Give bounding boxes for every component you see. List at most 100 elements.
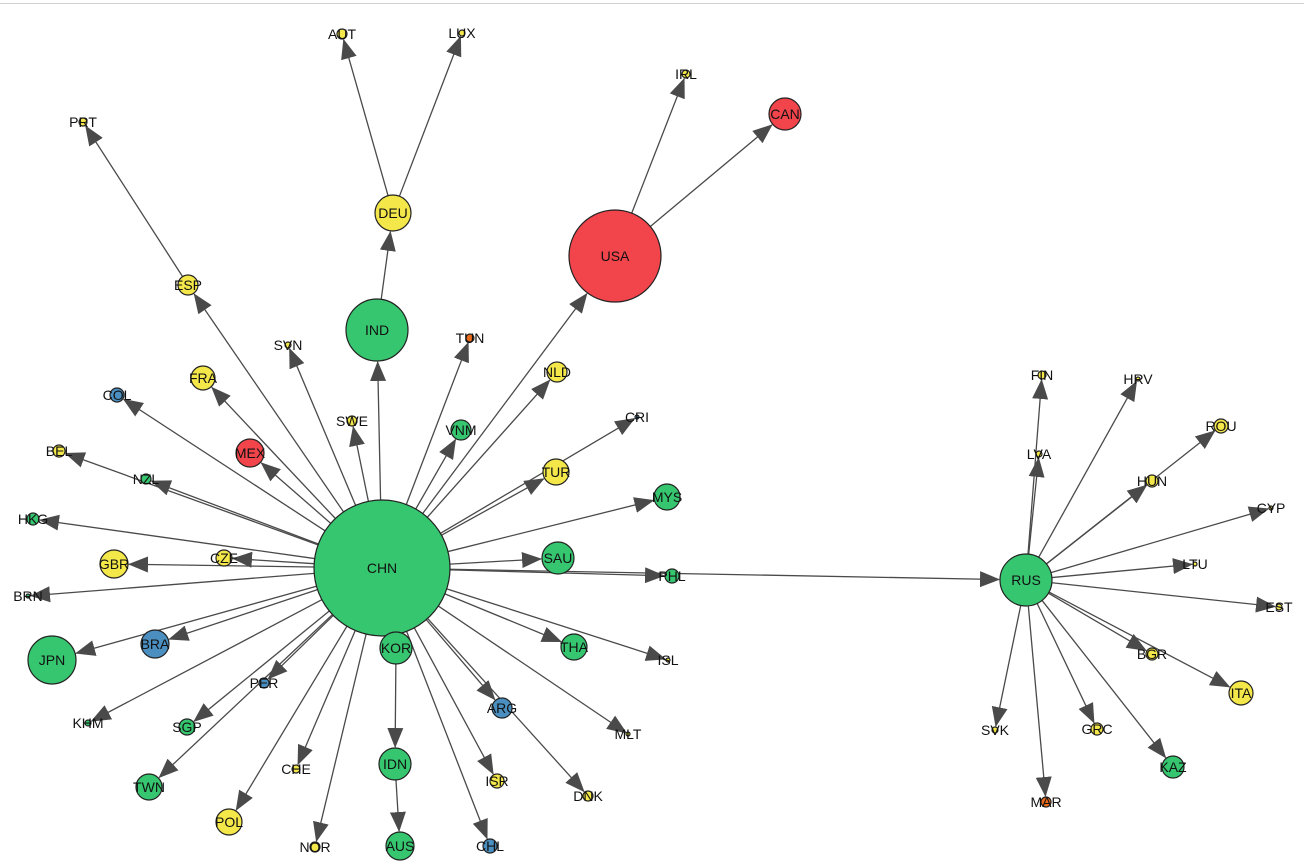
node-svk[interactable]: SVK (981, 722, 1010, 738)
node-bel[interactable]: BEL (46, 443, 73, 459)
node-circle[interactable] (1035, 450, 1043, 458)
node-circle[interactable] (177, 274, 199, 296)
node-deu[interactable]: DEU (374, 194, 412, 232)
node-brn[interactable]: BRN (13, 588, 43, 604)
node-idn[interactable]: IDN (378, 747, 412, 781)
node-circle[interactable] (664, 568, 680, 584)
node-est[interactable]: EST (1265, 599, 1293, 615)
node-circle[interactable] (568, 209, 662, 303)
node-circle[interactable] (336, 28, 348, 40)
node-rou[interactable]: ROU (1205, 418, 1236, 434)
node-circle[interactable] (1213, 418, 1229, 434)
node-circle[interactable] (681, 69, 691, 79)
node-nld[interactable]: NLD (543, 361, 571, 383)
node-twn[interactable]: TWN (133, 773, 165, 801)
node-circle[interactable] (374, 194, 412, 232)
node-circle[interactable] (140, 473, 152, 485)
node-circle[interactable] (215, 549, 233, 567)
node-isl[interactable]: ISL (657, 652, 678, 668)
node-lva[interactable]: LVA (1027, 446, 1052, 462)
node-tun[interactable]: TUN (456, 330, 485, 346)
node-hrv[interactable]: HRV (1123, 371, 1153, 387)
node-ind[interactable]: IND (345, 298, 409, 362)
node-hkg[interactable]: HKG (18, 511, 48, 527)
node-chn[interactable]: CHN (313, 499, 451, 637)
node-circle[interactable] (665, 657, 671, 663)
node-sau[interactable]: SAU (541, 541, 575, 575)
node-circle[interactable] (1090, 722, 1104, 736)
node-khm[interactable]: KHM (72, 715, 103, 731)
node-circle[interactable] (1145, 474, 1159, 488)
node-circle[interactable] (653, 483, 681, 511)
node-circle[interactable] (1161, 755, 1185, 779)
node-esp[interactable]: ESP (174, 274, 202, 296)
node-sgp[interactable]: SGP (172, 718, 202, 736)
node-circle[interactable] (385, 831, 415, 861)
node-circle[interactable] (309, 841, 321, 853)
node-cze[interactable]: CZE (210, 549, 238, 567)
node-circle[interactable] (78, 117, 88, 127)
node-circle[interactable] (346, 415, 358, 427)
node-circle[interactable] (284, 341, 292, 349)
node-rus[interactable]: RUS (999, 553, 1053, 607)
node-bgr[interactable]: BGR (1137, 646, 1167, 662)
node-can[interactable]: CAN (768, 97, 802, 131)
node-circle[interactable] (313, 499, 451, 637)
node-circle[interactable] (450, 419, 472, 441)
node-circle[interactable] (140, 629, 170, 659)
node-grc[interactable]: GRC (1081, 721, 1112, 737)
node-circle[interactable] (99, 549, 129, 579)
node-circle[interactable] (1040, 796, 1052, 808)
node-fra[interactable]: FRA (189, 365, 218, 391)
node-circle[interactable] (345, 298, 409, 362)
node-aut[interactable]: AUT (328, 26, 356, 42)
node-circle[interactable] (178, 718, 196, 736)
node-mlt[interactable]: MLT (615, 726, 642, 742)
node-circle[interactable] (634, 414, 640, 420)
node-circle[interactable] (482, 838, 498, 854)
node-circle[interactable] (991, 726, 999, 734)
node-circle[interactable] (560, 633, 588, 661)
node-circle[interactable] (546, 361, 568, 383)
node-ltu[interactable]: LTU (1182, 556, 1207, 572)
node-circle[interactable] (1275, 603, 1283, 611)
node-circle[interactable] (215, 808, 243, 836)
node-nor[interactable]: NOR (299, 839, 330, 855)
node-circle[interactable] (378, 747, 412, 781)
node-circle[interactable] (25, 593, 31, 599)
node-mys[interactable]: MYS (652, 483, 682, 511)
node-svn[interactable]: SVN (274, 337, 303, 353)
node-circle[interactable] (27, 635, 77, 685)
node-circle[interactable] (542, 458, 570, 486)
node-bra[interactable]: BRA (140, 629, 170, 659)
node-circle[interactable] (84, 719, 92, 727)
node-circle[interactable] (291, 764, 301, 774)
node-arg[interactable]: ARG (487, 697, 517, 719)
node-tha[interactable]: THA (560, 633, 589, 661)
node-circle[interactable] (52, 444, 66, 458)
node-circle[interactable] (458, 29, 466, 37)
node-prt[interactable]: PRT (69, 114, 97, 130)
node-circle[interactable] (190, 365, 216, 391)
node-col[interactable]: COL (103, 387, 132, 403)
node-phl[interactable]: PHL (658, 568, 685, 584)
node-circle[interactable] (1145, 647, 1159, 661)
node-circle[interactable] (1135, 376, 1141, 382)
node-mex[interactable]: MEX (235, 438, 266, 468)
node-circle[interactable] (465, 333, 475, 343)
node-kaz[interactable]: KAZ (1159, 755, 1187, 779)
node-ita[interactable]: ITA (1228, 680, 1254, 706)
node-circle[interactable] (582, 790, 594, 802)
node-vnm[interactable]: VNM (445, 419, 477, 441)
node-lux[interactable]: LUX (448, 25, 476, 41)
node-circle[interactable] (1268, 505, 1274, 511)
node-jpn[interactable]: JPN (27, 635, 77, 685)
node-circle[interactable] (258, 677, 270, 689)
node-circle[interactable] (135, 773, 163, 801)
node-isr[interactable]: ISR (485, 773, 508, 789)
node-hun[interactable]: HUN (1137, 473, 1167, 489)
node-irl[interactable]: IRL (675, 66, 697, 82)
node-circle[interactable] (1228, 680, 1254, 706)
node-dnk[interactable]: DNK (573, 788, 603, 804)
node-circle[interactable] (379, 631, 413, 665)
